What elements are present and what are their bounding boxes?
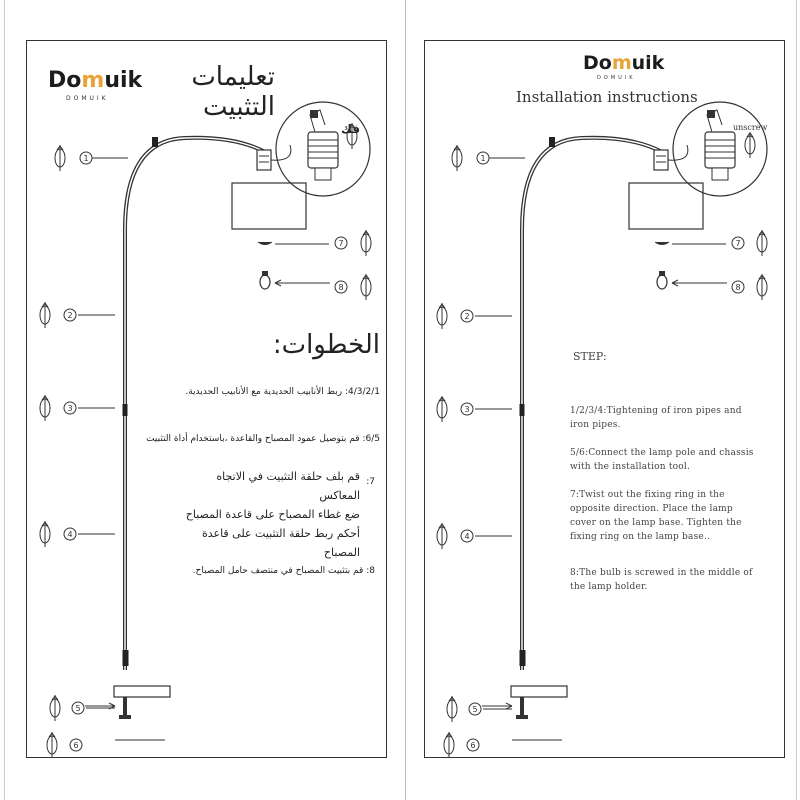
callout-label: 5 <box>472 705 477 714</box>
arabic-step-3-number: 7: <box>366 477 375 487</box>
logo-text: Do <box>583 52 612 74</box>
brand-logo-ar: Domuik <box>48 68 142 93</box>
english-step-2: 5/6:Connect the lamp pole and chassis wi… <box>570 448 754 472</box>
arabic-steps-heading: الخطوات: <box>272 330 380 360</box>
step-text: قم بتثبيت المصباح في منتصف حامل المصباح. <box>192 566 364 576</box>
arabic-instructions-panel <box>26 40 387 758</box>
brand-tagline-ar: DOMUIK <box>66 95 109 102</box>
callout-label: 3 <box>67 404 72 413</box>
arabic-step-1: 4/3/2/1: ربط الأنابيب الحديدية مع الأناب… <box>180 377 380 397</box>
english-step-4: 8:The bulb is screwed in the middle of t… <box>570 568 753 592</box>
arabic-step-3-text: قم بلف حلقة التثبيت في الاتجاه المعاكس ض… <box>185 470 360 559</box>
callout-label: 1 <box>83 154 88 163</box>
lamp-diagram-en <box>480 100 769 742</box>
step-text: قم بتوصيل عمود المصباح والقاعدة ،باستخدا… <box>146 434 360 444</box>
callout-label: 5 <box>75 704 80 713</box>
logo-accent: m <box>611 52 632 74</box>
step-text: ربط الأنابيب الحديدية مع الأنابيب الحديد… <box>185 387 343 397</box>
arabic-unscrew-label: فك <box>340 122 360 136</box>
step-number: 4/3/2/1: <box>344 387 380 397</box>
step-number: 8: <box>366 566 375 576</box>
logo-text: uik <box>631 52 665 74</box>
callout-label: 7 <box>735 239 740 248</box>
english-unscrew-label: unscrew <box>733 123 768 132</box>
english-instructions-panel <box>424 40 785 758</box>
lamp-diagram-ar <box>83 100 372 742</box>
callout-label: 1 <box>480 154 485 163</box>
logo-text: uik <box>104 68 143 93</box>
callout-label: 8 <box>735 283 740 292</box>
callout-label: 4 <box>464 532 469 541</box>
arabic-step-2: 6/5: قم بتوصيل عمود المصباح والقاعدة ،با… <box>145 424 380 444</box>
callout-label: 6 <box>73 741 78 750</box>
page-fold <box>405 0 406 800</box>
callout-label: 2 <box>67 311 72 320</box>
arabic-step-4: 8: قم بتثبيت المصباح في منتصف حامل المصب… <box>180 556 375 576</box>
callout-label: 7 <box>338 239 343 248</box>
english-title: Installation instructions <box>516 88 698 106</box>
callout-label: 6 <box>470 741 475 750</box>
logo-text: Do <box>48 68 82 93</box>
callout-label: 4 <box>67 530 72 539</box>
page-edge-right <box>796 0 797 800</box>
page-edge-left <box>4 0 5 800</box>
brand-tagline-en: DOMUIK <box>597 75 636 81</box>
step-number: 6/5: <box>362 434 380 444</box>
arabic-title: تعليمات التثبيت <box>191 62 275 122</box>
english-step-1: 1/2/3/4:Tightening of iron pipes and iro… <box>570 406 742 430</box>
callout-label: 8 <box>338 283 343 292</box>
logo-accent: m <box>81 68 105 93</box>
brand-logo-en: Domuik <box>583 52 664 74</box>
callout-label: 3 <box>464 405 469 414</box>
english-steps-heading: STEP: <box>573 350 607 363</box>
callout-label: 2 <box>464 312 469 321</box>
english-step-3: 7:Twist out the fixing ring in the oppos… <box>570 490 742 542</box>
